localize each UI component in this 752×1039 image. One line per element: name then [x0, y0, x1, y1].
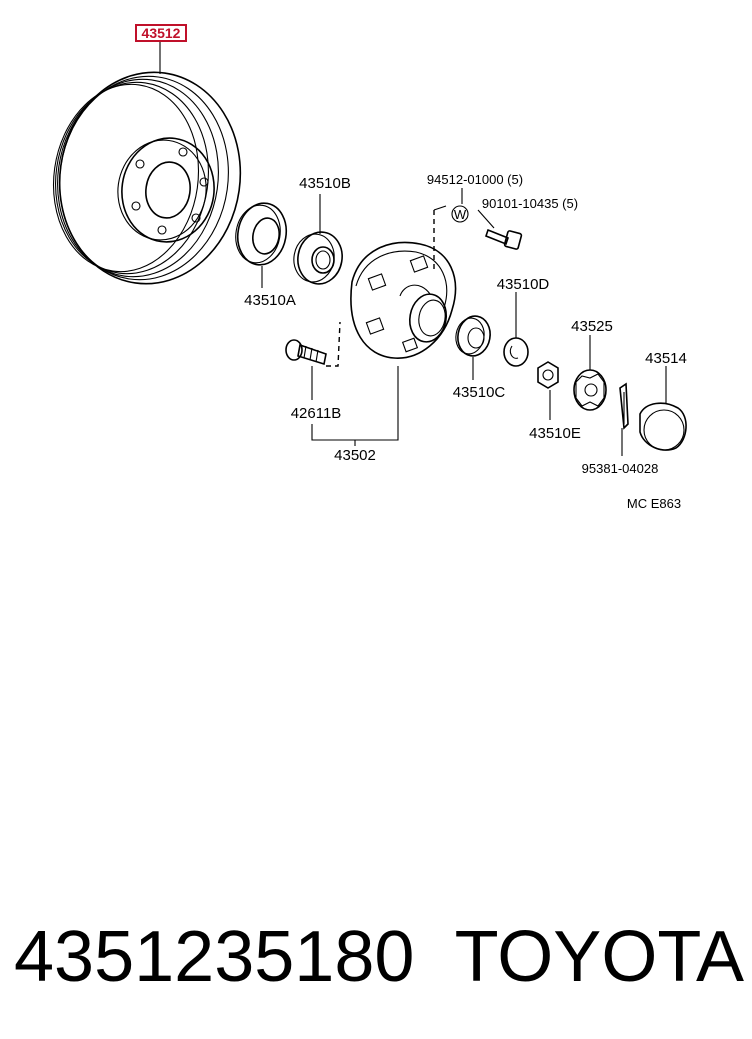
oil-seal-43510a [235, 202, 288, 266]
grease-cap-43514 [639, 402, 687, 451]
bearing-43510c [455, 315, 491, 357]
washer-94512: W [451, 205, 469, 223]
label-43510d: 43510D [497, 276, 550, 293]
brand-name: TOYOTA [454, 917, 744, 997]
label-43502: 43502 [334, 447, 376, 464]
brake-disc-rotor [52, 71, 242, 285]
exploded-parts-diagram: 43512 43510A 43510B [52, 24, 687, 511]
label-90101: 90101-10435 (5) [482, 196, 578, 211]
nut-43510e [537, 361, 559, 389]
label-43514: 43514 [645, 350, 687, 367]
hub-bolt-90101 [485, 228, 523, 250]
washer-mark: W [454, 207, 467, 222]
label-95381: 95381-04028 [582, 461, 659, 476]
label-42611b: 42611B [291, 405, 342, 422]
label-43510c: 43510C [453, 384, 506, 401]
caption: 4351235180 TOYOTA [14, 912, 744, 1012]
bearing-43510b [293, 231, 343, 285]
washer-43510d [503, 337, 529, 367]
wheel-hub [350, 241, 457, 359]
part-number: 4351235180 [14, 917, 415, 997]
lock-nut-cap-43525 [573, 369, 607, 411]
label-43510b: 43510B [299, 175, 351, 192]
label-43525: 43525 [571, 318, 613, 335]
label-94512: 94512-01000 (5) [427, 172, 523, 187]
label-43510e: 43510E [529, 425, 581, 442]
highlighted-part-number: 43512 [142, 25, 181, 41]
highlighted-part-label[interactable]: 43512 [135, 24, 187, 42]
cotter-pin-95381 [619, 382, 629, 430]
label-43510a: 43510A [244, 292, 296, 309]
stud-bolt-42611b [285, 339, 327, 366]
diagram-code: MC E863 [627, 496, 681, 511]
